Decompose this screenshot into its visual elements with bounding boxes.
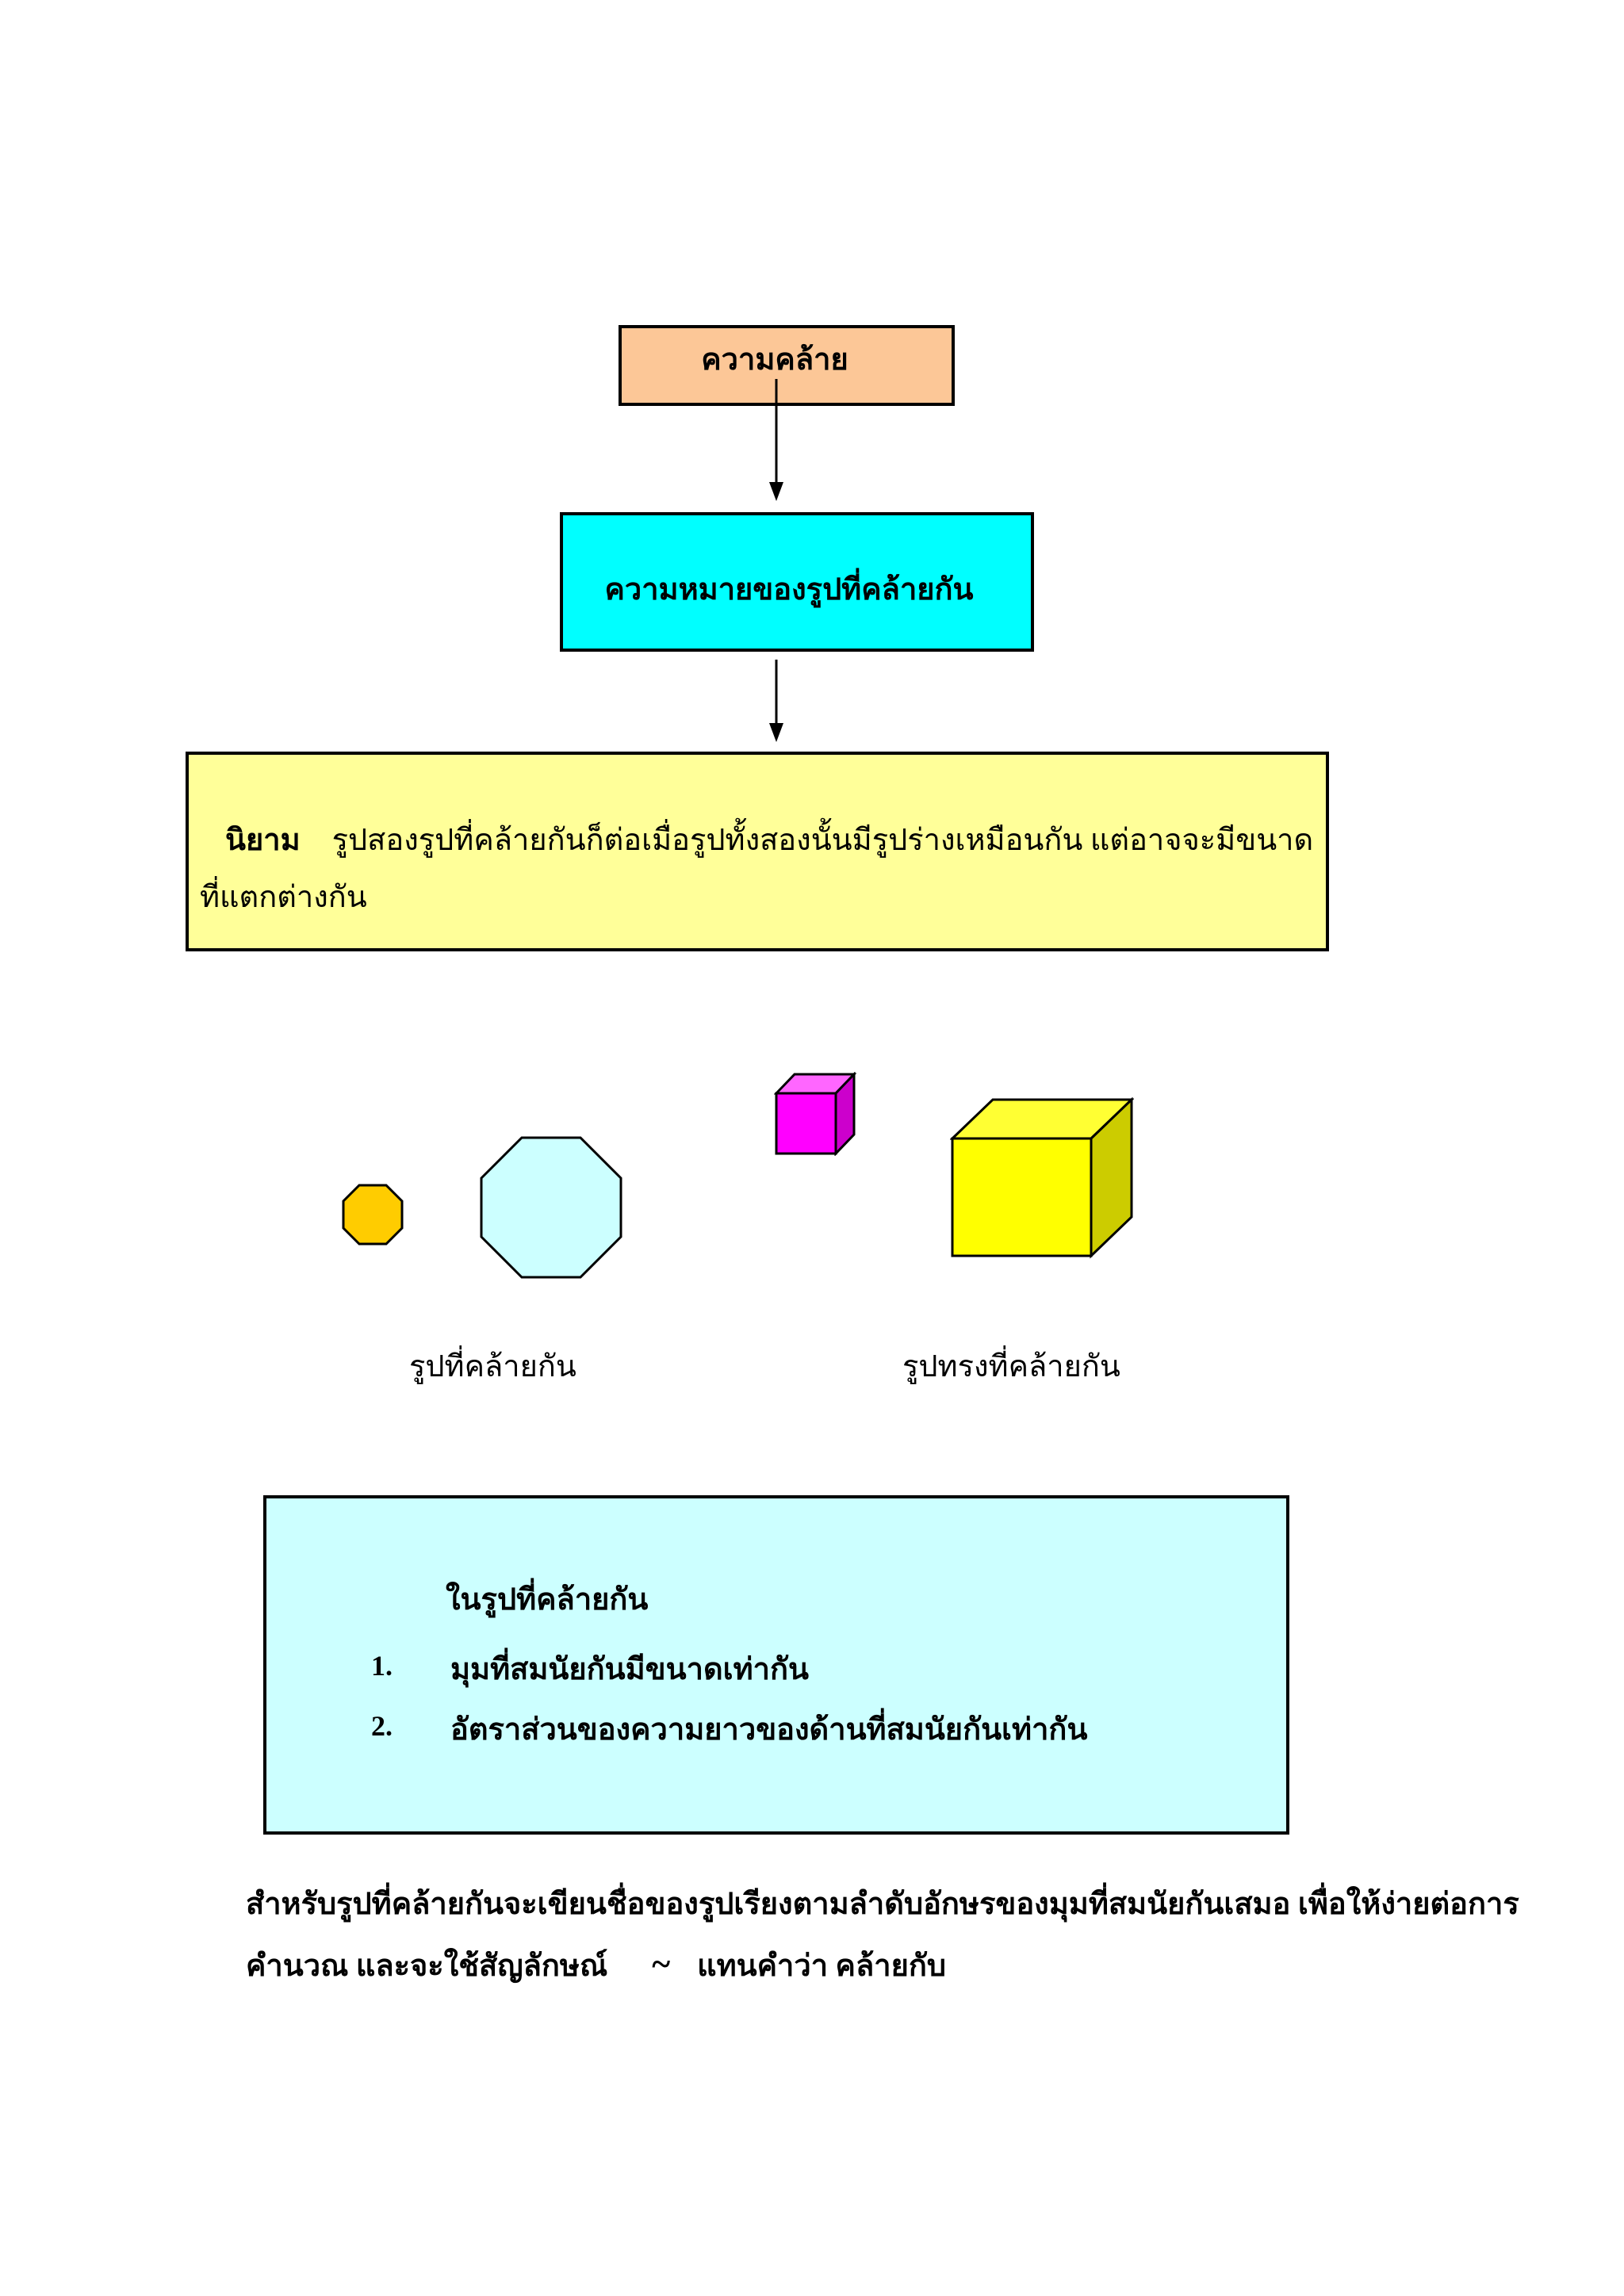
similar-solids-caption: รูปทรงที่คล้ายกัน: [902, 1350, 1120, 1383]
similar-shapes-caption: รูปที่คล้ายกัน: [409, 1350, 576, 1383]
note-text-before-symbol: คำนวณ และจะใช้สัญลักษณ์: [246, 1950, 608, 1983]
small-octagon-shape: [342, 1184, 404, 1246]
meaning-text: ความหมายของรูปที่คล้ายกัน: [604, 573, 974, 607]
property-1-text: มุมที่สมนัยกันมีขนาดเท่ากัน: [450, 1653, 809, 1686]
property-2-number: 2.: [371, 1710, 393, 1742]
definition-line-2: ที่แตกต่างกัน: [200, 881, 367, 914]
property-2-text: อัตราส่วนของความยาวของด้านที่สมนัยกันเท่…: [450, 1713, 1088, 1747]
arrow-down-2: [769, 660, 783, 742]
meaning-box: ความหมายของรูปที่คล้ายกัน: [560, 512, 1034, 652]
small-cube-shape: [774, 1072, 856, 1156]
definition-term: นิยาม: [225, 824, 301, 857]
large-cube-shape: [950, 1097, 1134, 1259]
large-octagon-shape: [480, 1136, 622, 1279]
title-box: ความคล้าย: [619, 325, 955, 406]
definition-line-1: นิยาม รูปสองรูปที่คล้ายกันก็ต่อเมื่อรูปทั…: [225, 815, 1313, 863]
properties-heading: ในรูปที่คล้ายกัน: [446, 1583, 649, 1617]
arrow-down-1: [769, 379, 783, 501]
note-line-2: คำนวณ และจะใช้สัญลักษณ์ ~ แทนคำว่า คล้ายกั…: [246, 1941, 946, 1989]
title-text: ความคล้าย: [701, 343, 848, 377]
similarity-symbol: ~: [652, 1945, 671, 1984]
properties-box: ในรูปที่คล้ายกัน 1. มุมที่สมนัยกันมีขนาด…: [263, 1495, 1289, 1835]
note-text-after-symbol: แทนคำว่า คล้ายกับ: [697, 1950, 946, 1983]
property-1-number: 1.: [371, 1650, 393, 1682]
note-line-1: สำหรับรูปที่คล้ายกันจะเขียนชื่อของรูปเรี…: [246, 1888, 1519, 1921]
definition-text-1: รูปสองรูปที่คล้ายกันก็ต่อเมื่อรูปทั้งสอง…: [331, 824, 1314, 857]
definition-box: นิยาม รูปสองรูปที่คล้ายกันก็ต่อเมื่อรูปทั…: [186, 752, 1329, 951]
